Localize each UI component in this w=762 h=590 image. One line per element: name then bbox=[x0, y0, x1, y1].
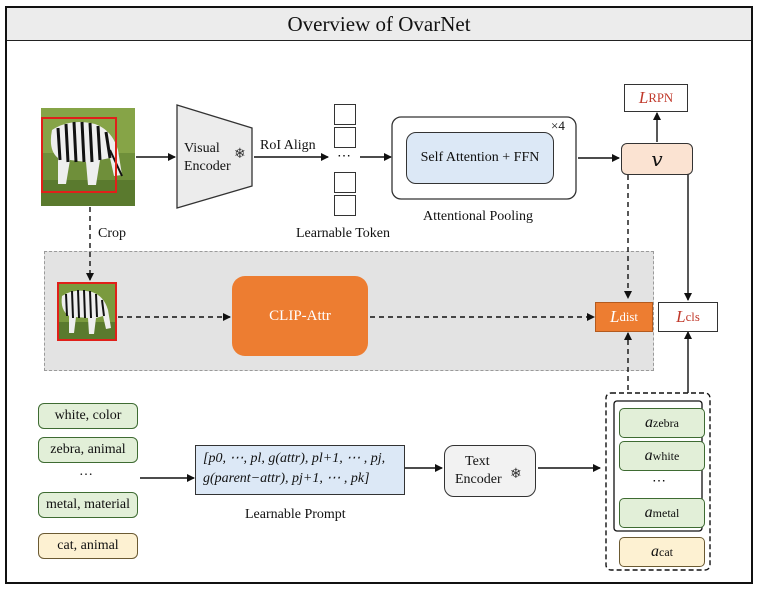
learnable-token-label: Learnable Token bbox=[296, 226, 390, 241]
zebra-crop-image bbox=[57, 282, 117, 341]
learnable-prompt-label: Learnable Prompt bbox=[245, 507, 346, 522]
clip-attr-label: CLIP-Attr bbox=[269, 307, 331, 324]
prompt-formula-line2: g(parent−attr), pj+1, ⋯ , pk] bbox=[203, 471, 370, 486]
attr-embedding-base: a bbox=[645, 414, 653, 431]
loss-rpn-sub: RPN bbox=[648, 90, 674, 105]
zebra-image bbox=[41, 108, 135, 206]
v-embedding: 𝑣 bbox=[621, 143, 693, 175]
attr-embedding-base: a bbox=[644, 504, 653, 521]
prompt-input-ellipsis: … bbox=[79, 464, 93, 479]
figure-frame bbox=[5, 6, 753, 584]
attentional-pooling-label: Attentional Pooling bbox=[423, 209, 534, 224]
token-box bbox=[334, 127, 356, 148]
attr-embedding-base: a bbox=[644, 447, 653, 464]
loss-cls-sub: cls bbox=[685, 309, 700, 324]
roi-align-label: RoI Align bbox=[260, 138, 316, 153]
attr-embedding-sub: zebra bbox=[653, 415, 679, 430]
prompt-input-text: metal, material bbox=[46, 497, 130, 512]
visual-encoder-line1: Visual bbox=[184, 141, 220, 156]
visual-encoder-line2: Encoder bbox=[184, 159, 231, 174]
visual-encoder-label: Visual Encoder bbox=[184, 140, 231, 176]
token-ellipsis: ⋯ bbox=[337, 149, 351, 164]
token-box bbox=[334, 195, 356, 216]
token-box bbox=[334, 104, 356, 125]
v-symbol: 𝑣 bbox=[651, 148, 663, 171]
repeat-count: ×4 bbox=[551, 118, 565, 133]
prompt-input-item: zebra, animal bbox=[38, 437, 138, 463]
snowflake-icon: ❄ bbox=[234, 147, 246, 162]
snowflake-icon: ❄ bbox=[510, 467, 522, 482]
prompt-extra-item: cat, animal bbox=[38, 533, 138, 559]
clip-attr-block: CLIP-Attr bbox=[232, 276, 368, 356]
prompt-input-text: white, color bbox=[54, 408, 122, 423]
attr-embedding-sub: cat bbox=[659, 544, 673, 559]
self-attention-label: Self Attention + FFN bbox=[420, 150, 540, 165]
text-encoder-line1: Text bbox=[465, 454, 490, 469]
text-encoder-block: Text Encoder bbox=[444, 445, 536, 497]
attr-embedding-sub: metal bbox=[652, 505, 680, 520]
attr-embedding-base: a bbox=[651, 543, 659, 560]
learnable-prompt-box: [p0, ⋯, pl, g(attr), pl+1, ⋯ , pj, g(par… bbox=[195, 445, 405, 495]
loss-cls-base: L bbox=[676, 307, 686, 326]
loss-rpn-base: L bbox=[638, 88, 649, 107]
prompt-extra-text: cat, animal bbox=[57, 538, 119, 553]
loss-dist-base: L bbox=[610, 307, 620, 326]
loss-dist-sub: dist bbox=[619, 309, 638, 324]
attr-embedding-ellipsis: ⋯ bbox=[652, 474, 666, 489]
token-box bbox=[334, 172, 356, 193]
visual-encoder-shape bbox=[176, 104, 253, 209]
self-attention-block: Self Attention + FFN bbox=[406, 132, 554, 184]
crop-label: Crop bbox=[98, 226, 126, 241]
figure-title: Overview of OvarNet bbox=[287, 12, 471, 36]
prompt-input-item: metal, material bbox=[38, 492, 138, 518]
attr-embedding-sub: white bbox=[652, 448, 680, 463]
title-bar: Overview of OvarNet bbox=[7, 8, 751, 41]
text-encoder-line2: Encoder bbox=[455, 472, 502, 487]
prompt-formula-line1: [p0, ⋯, pl, g(attr), pl+1, ⋯ , pj, bbox=[203, 451, 386, 466]
prompt-input-item: white, color bbox=[38, 403, 138, 429]
prompt-input-text: zebra, animal bbox=[50, 442, 126, 457]
